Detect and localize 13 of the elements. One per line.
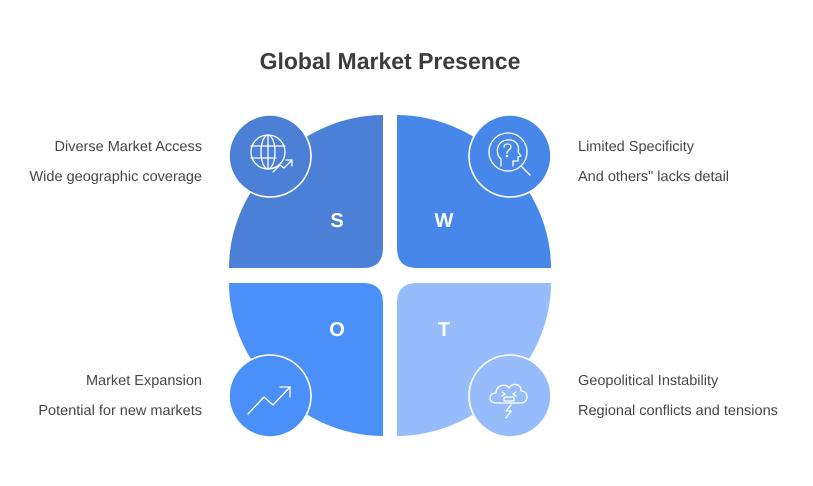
item-description: Wide geographic coverage <box>30 168 202 186</box>
quadrant-letter: W <box>434 210 454 232</box>
item-description: Potential for new markets <box>38 402 202 420</box>
item-description: Regional conflicts and tensions <box>578 402 778 420</box>
quadrant-letter: S <box>330 210 344 232</box>
item-heading: Diverse Market Access <box>54 138 202 156</box>
item-heading: Market Expansion <box>86 372 202 390</box>
item-heading: Limited Specificity <box>578 138 694 156</box>
item-heading: Geopolitical Instability <box>578 372 718 390</box>
quadrant-letter: O <box>329 319 345 341</box>
item-description: And others" lacks detail <box>578 168 730 186</box>
quadrant-letter: T <box>438 319 450 341</box>
diagram-title: Global Market Presence <box>260 48 520 75</box>
